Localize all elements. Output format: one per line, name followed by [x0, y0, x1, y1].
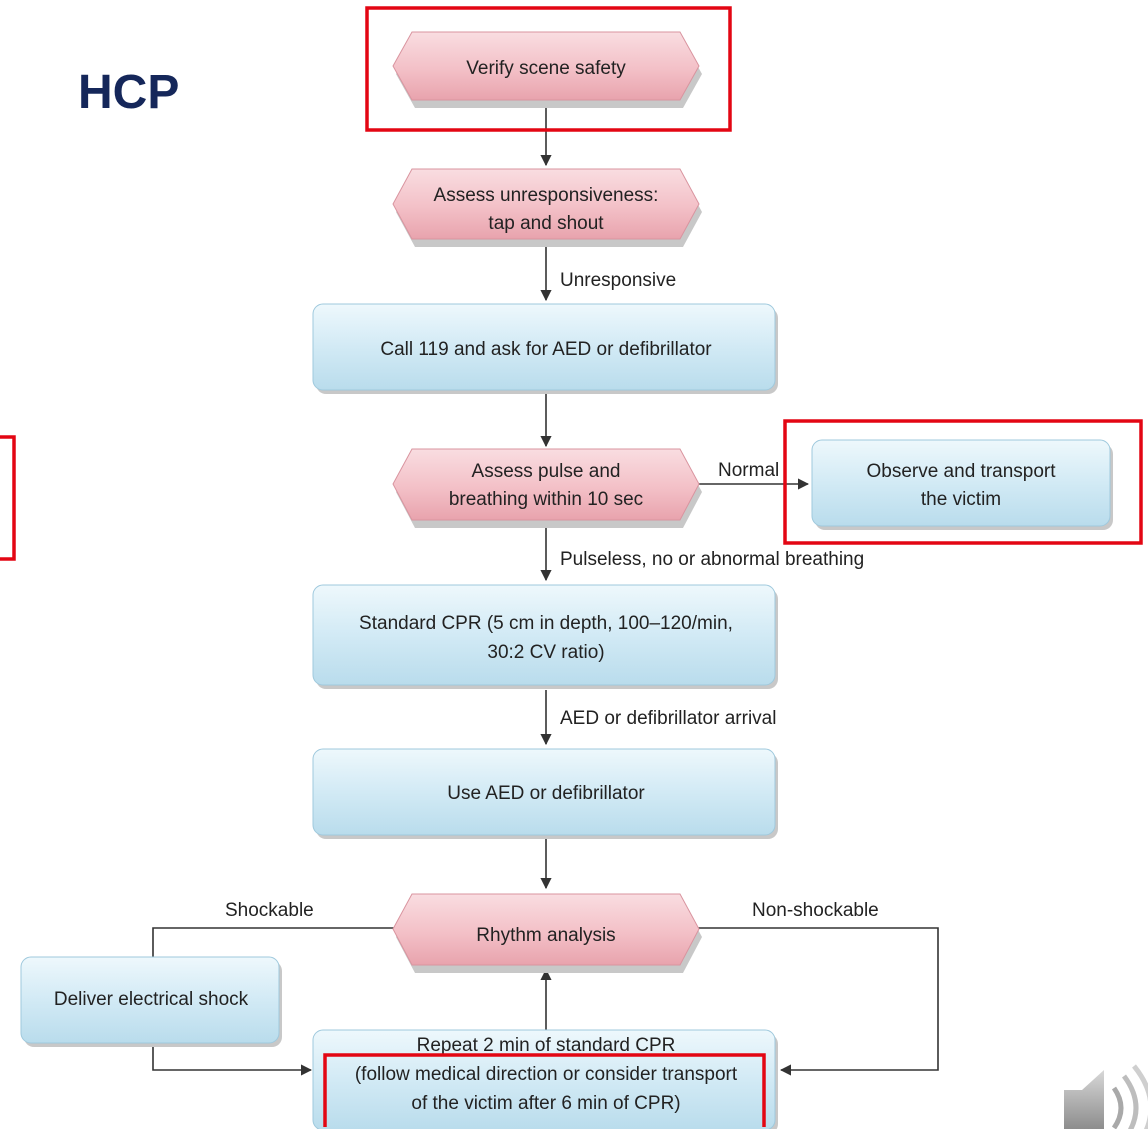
box-shape — [312, 303, 776, 391]
node-label-line-3: of the victim after 6 min of CPR) — [411, 1093, 680, 1114]
node-standard-cpr: Standard CPR (5 cm in depth, 100–120/min… — [312, 584, 778, 689]
node-label: Deliver electrical shock — [54, 989, 249, 1010]
box-shape — [312, 584, 776, 686]
hexagon-shape — [392, 31, 700, 101]
node-verify-scene-safety: Verify scene safety — [392, 31, 702, 108]
node-label-line-2: breathing within 10 sec — [449, 489, 643, 510]
node-label: Rhythm analysis — [476, 925, 615, 946]
node-label-line-1: Assess pulse and — [472, 461, 621, 482]
speaker-wave-1 — [1111, 1086, 1124, 1129]
node-label-line-2: (follow medical direction or consider tr… — [355, 1064, 738, 1085]
box-shape — [811, 439, 1111, 527]
highlight-box-left-edge — [0, 435, 16, 561]
node-label: Use AED or defibrillator — [447, 783, 645, 804]
node-label: Verify scene safety — [466, 58, 626, 79]
edge-label-aed-arrival: AED or defibrillator arrival — [560, 708, 776, 729]
node-repeat-cpr: Repeat 2 min of standard CPR (follow med… — [312, 1029, 778, 1129]
node-label-line-1: Standard CPR (5 cm in depth, 100–120/min… — [359, 613, 733, 634]
arrow-shock-to-repeat — [152, 1044, 313, 1076]
box-shape — [312, 748, 776, 836]
node-assess-unresponsiveness: Assess unresponsiveness: tap and shout — [392, 168, 702, 247]
hexagon-shape — [392, 448, 700, 521]
edge-label-pulseless: Pulseless, no or abnormal breathing — [560, 549, 864, 570]
edge-label-unresponsive: Unresponsive — [560, 270, 676, 291]
node-call-119: Call 119 and ask for AED or defibrillato… — [312, 303, 778, 394]
node-use-aed: Use AED or defibrillator — [312, 748, 778, 839]
highlight-box-repeat — [323, 1053, 766, 1127]
page-title: HCP — [78, 66, 179, 119]
node-label-line-2: the victim — [921, 489, 1001, 510]
highlight-annotations — [0, 6, 1143, 1127]
speaker-icon[interactable] — [1064, 1064, 1148, 1129]
node-label-line-2: tap and shout — [488, 213, 604, 234]
speaker-wave-2 — [1121, 1074, 1139, 1129]
node-label-line-1: Repeat 2 min of standard CPR — [417, 1035, 676, 1056]
speaker-body — [1064, 1070, 1104, 1129]
node-deliver-shock: Deliver electrical shock — [20, 956, 282, 1047]
node-rhythm-analysis: Rhythm analysis — [392, 893, 702, 973]
edge-label-shockable: Shockable — [225, 900, 314, 921]
line-rhythm-to-shock — [152, 927, 395, 957]
highlight-box-observe — [783, 419, 1143, 545]
node-label-line-1: Observe and transport — [866, 461, 1056, 482]
edge-label-non-shockable: Non-shockable — [752, 900, 879, 921]
speaker-wave-3 — [1132, 1064, 1148, 1129]
hexagon-shape — [392, 893, 700, 966]
arrow-nonshockable-to-repeat — [695, 927, 939, 1076]
box-shape — [20, 956, 280, 1044]
node-label: Call 119 and ask for AED or defibrillato… — [380, 339, 712, 360]
node-observe-transport: Observe and transport the victim — [811, 439, 1113, 530]
highlight-box-verify — [365, 6, 732, 132]
node-assess-pulse: Assess pulse and breathing within 10 sec — [392, 448, 702, 528]
node-label-line-1: Assess unresponsiveness: — [434, 185, 659, 206]
node-label-line-2: 30:2 CV ratio) — [487, 642, 604, 663]
connectors — [152, 108, 939, 1076]
edge-label-normal: Normal — [718, 460, 779, 481]
hexagon-shape — [392, 168, 700, 240]
